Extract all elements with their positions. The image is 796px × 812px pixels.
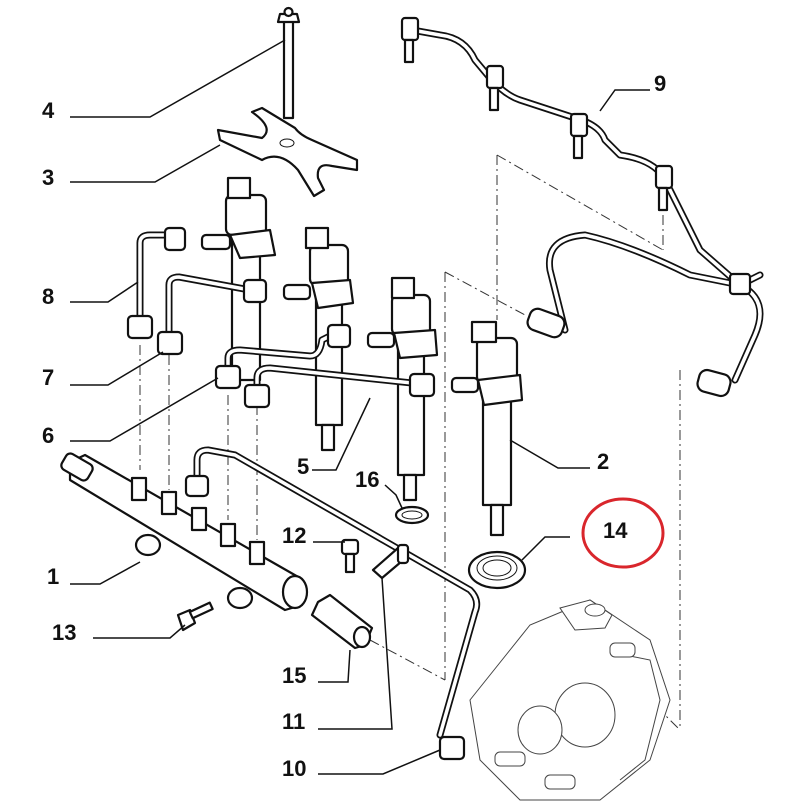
callout-4[interactable]: 4: [42, 98, 55, 123]
injector-clamp-part: [216, 106, 359, 198]
pipe-nut: [326, 323, 352, 349]
callout-1[interactable]: 1: [47, 564, 60, 589]
callout-7[interactable]: 7: [42, 365, 55, 390]
callout-10[interactable]: 10: [282, 756, 307, 781]
high-pressure-pump: [469, 599, 671, 801]
pipe-nut: [243, 383, 271, 409]
pipe-nut: [242, 278, 268, 304]
clamp-bolt-part: [276, 6, 301, 120]
pipe-nut: [163, 226, 187, 252]
pump-to-rail-pipe-part: [184, 446, 481, 761]
callout-13[interactable]: 13: [52, 620, 77, 645]
pipe-nut: [156, 330, 184, 356]
pipe-nut: [126, 314, 154, 340]
callout-9[interactable]: 9: [654, 71, 667, 96]
injector-main-part: [450, 320, 524, 537]
callout-14[interactable]: 14: [603, 518, 628, 543]
callout-12[interactable]: 12: [282, 523, 307, 548]
callout-15[interactable]: 15: [282, 663, 307, 688]
callout-6[interactable]: 6: [42, 423, 55, 448]
fuel-return-hose-part: [400, 16, 764, 398]
o-ring-part: [394, 505, 430, 525]
callout-2[interactable]: 2: [597, 449, 610, 474]
callout-3[interactable]: 3: [42, 165, 55, 190]
bracket-and-bolts: [176, 538, 410, 632]
seal-washer-part: [467, 550, 527, 590]
pipe-nut: [438, 735, 466, 761]
callout-11[interactable]: 11: [282, 709, 306, 734]
fuel-rail-part: [60, 452, 309, 612]
pressure-sensor-part: [310, 593, 374, 650]
assembly-guide-lines: [139, 154, 681, 731]
callout-8[interactable]: 8: [42, 284, 55, 309]
leader-lines: [70, 39, 650, 775]
pipe-nut: [214, 364, 242, 390]
injector-3: [366, 276, 439, 502]
highlight-circle: [581, 497, 665, 569]
injector-2: [282, 226, 355, 452]
callout-16[interactable]: 16: [355, 467, 380, 492]
callout-5[interactable]: 5: [297, 454, 310, 479]
pipe-nut: [408, 372, 436, 398]
pipe-nut: [184, 474, 210, 498]
injector-pipes: [126, 226, 436, 409]
